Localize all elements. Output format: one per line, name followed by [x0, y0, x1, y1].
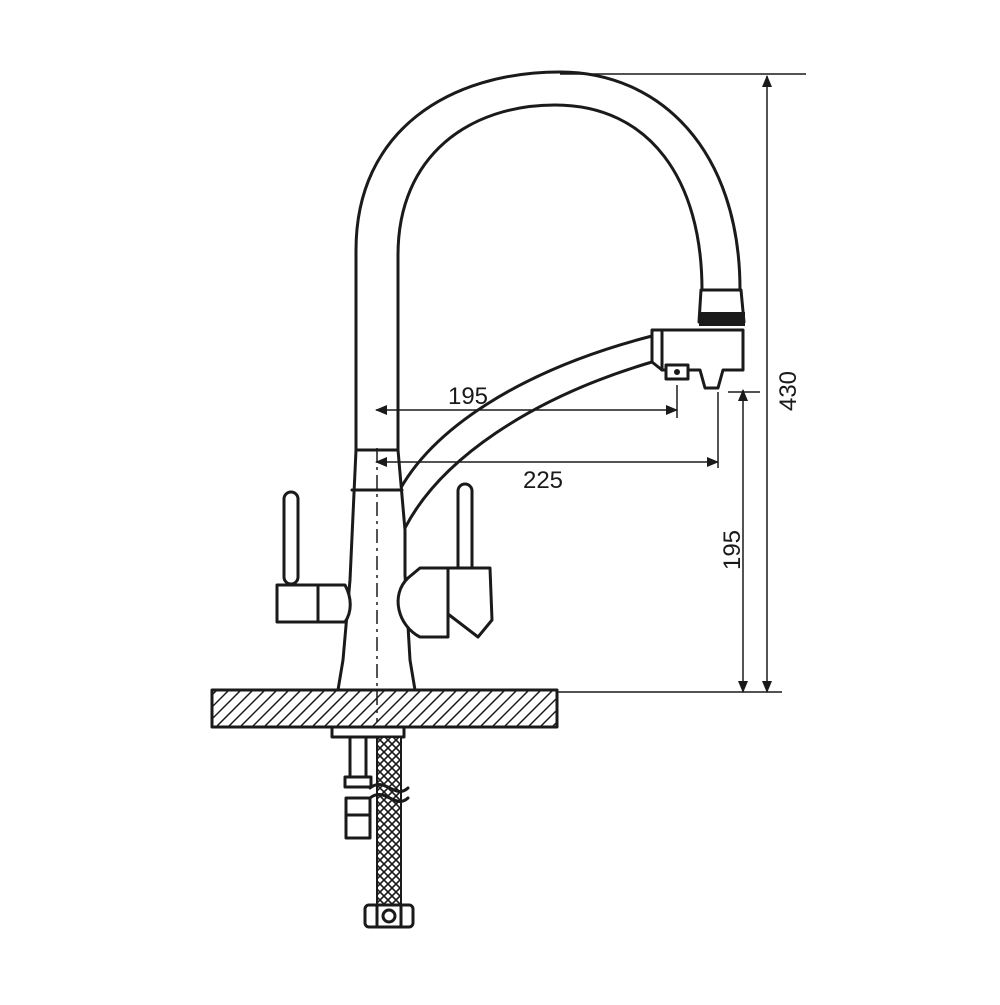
hatch-line	[311, 690, 350, 727]
dimension-label-195-height: 195	[719, 530, 746, 570]
hatch-line	[527, 696, 557, 727]
hatch-line	[455, 690, 494, 727]
hatch-line	[431, 690, 470, 727]
dimension-filter-reach: 195	[375, 383, 678, 418]
hatch-line	[359, 690, 398, 727]
hatch-line	[323, 690, 362, 727]
hatch-line	[371, 690, 410, 727]
gooseneck-spout	[354, 70, 742, 452]
hatch-line	[588, 690, 625, 727]
dimension-spout-height: 195	[557, 389, 782, 693]
dimension-label-225: 225	[523, 467, 563, 494]
hatch-line	[347, 690, 386, 727]
hatch-line	[443, 690, 482, 727]
hatch-line	[479, 690, 518, 727]
dimension-label-430: 430	[775, 371, 802, 411]
right-handle	[396, 482, 494, 639]
hatch-line	[239, 690, 278, 727]
dimension-total-height: 430	[560, 73, 806, 693]
hatch-line	[491, 690, 530, 727]
hatch-line	[275, 690, 314, 727]
spout-head	[650, 288, 746, 390]
hatch-line	[251, 690, 290, 727]
dimension-label-195-reach: 195	[448, 383, 488, 410]
hatch-line	[419, 690, 458, 727]
hatch-line	[395, 690, 434, 727]
hatch-line	[467, 690, 506, 727]
hatch-line	[564, 690, 601, 727]
countertop	[210, 688, 625, 729]
hatch-line	[576, 690, 613, 727]
hatch-line	[335, 690, 374, 727]
dimension-main-reach: 225	[375, 392, 719, 494]
braided-hose	[363, 736, 415, 929]
hatch-line	[299, 690, 338, 727]
hatch-line	[287, 690, 326, 727]
left-handle	[275, 490, 352, 624]
hatch-line	[227, 690, 266, 727]
mounting-hardware	[330, 725, 406, 840]
hatch-line	[539, 708, 557, 727]
hatch-line	[263, 690, 302, 727]
filter-water-pipe	[395, 334, 654, 530]
hatch-line	[212, 690, 230, 709]
hatch-line	[383, 690, 422, 727]
hatch-line	[407, 690, 446, 727]
hatch-line	[515, 690, 554, 727]
hatch-line	[215, 690, 254, 727]
hatch-line	[503, 690, 542, 727]
hatch-line	[212, 690, 242, 721]
